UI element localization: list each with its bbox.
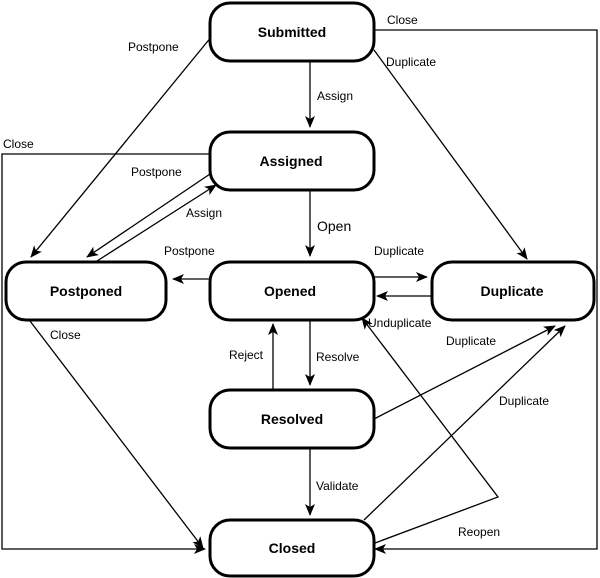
label-postponed-assign: Assign bbox=[186, 206, 222, 220]
edge-submitted-close bbox=[374, 29, 598, 554]
state-label-duplicate: Duplicate bbox=[480, 283, 543, 299]
label-assigned-close: Close bbox=[3, 137, 34, 151]
state-label-assigned: Assigned bbox=[259, 153, 322, 169]
edge-submitted-postpone bbox=[30, 35, 213, 258]
transition-labels: Close Postpone Duplicate Assign Close Po… bbox=[3, 13, 549, 539]
label-postponed-close: Close bbox=[50, 328, 81, 342]
state-node-submitted: Submitted bbox=[208, 1, 376, 63]
state-label-resolved: Resolved bbox=[261, 411, 323, 427]
state-label-opened: Opened bbox=[264, 283, 316, 299]
label-assigned-open: Open bbox=[317, 218, 351, 234]
state-label-submitted: Submitted bbox=[258, 24, 326, 40]
edge-resolved-duplicate bbox=[373, 325, 556, 420]
label-closed-reopen: Reopen bbox=[458, 525, 500, 539]
label-resolved-duplicate: Duplicate bbox=[446, 334, 496, 348]
transition-edges bbox=[1, 29, 598, 554]
state-node-resolved: Resolved bbox=[208, 388, 376, 450]
state-node-assigned: Assigned bbox=[208, 130, 376, 192]
label-opened-resolve: Resolve bbox=[316, 350, 360, 364]
label-resolved-validate: Validate bbox=[316, 479, 359, 493]
label-submitted-close: Close bbox=[387, 13, 418, 27]
label-duplicate-unduplicate: Unduplicate bbox=[368, 316, 432, 330]
edge-assigned-postpone bbox=[86, 173, 211, 258]
label-submitted-duplicate: Duplicate bbox=[386, 55, 436, 69]
edge-assigned-close bbox=[1, 153, 210, 554]
edge-submitted-duplicate bbox=[373, 49, 528, 260]
label-assigned-postpone: Postpone bbox=[131, 165, 182, 179]
label-resolved-reject: Reject bbox=[229, 348, 264, 362]
label-opened-postpone: Postpone bbox=[164, 244, 215, 258]
edge-postponed-assign bbox=[96, 184, 217, 262]
edge-closed-duplicate bbox=[363, 325, 566, 521]
edge-closed-reopen bbox=[361, 317, 500, 544]
state-node-duplicate: Duplicate bbox=[430, 260, 596, 322]
label-submitted-postpone: Postpone bbox=[128, 40, 179, 54]
label-opened-duplicate: Duplicate bbox=[374, 244, 424, 258]
label-submitted-assign: Assign bbox=[317, 89, 353, 103]
state-node-closed: Closed bbox=[208, 518, 376, 578]
state-label-postponed: Postponed bbox=[50, 283, 122, 299]
edge-postponed-close bbox=[29, 320, 204, 549]
state-label-closed: Closed bbox=[269, 540, 316, 556]
state-node-opened: Opened bbox=[208, 260, 376, 322]
label-closed-duplicate: Duplicate bbox=[499, 394, 549, 408]
state-node-postponed: Postponed bbox=[4, 260, 168, 322]
